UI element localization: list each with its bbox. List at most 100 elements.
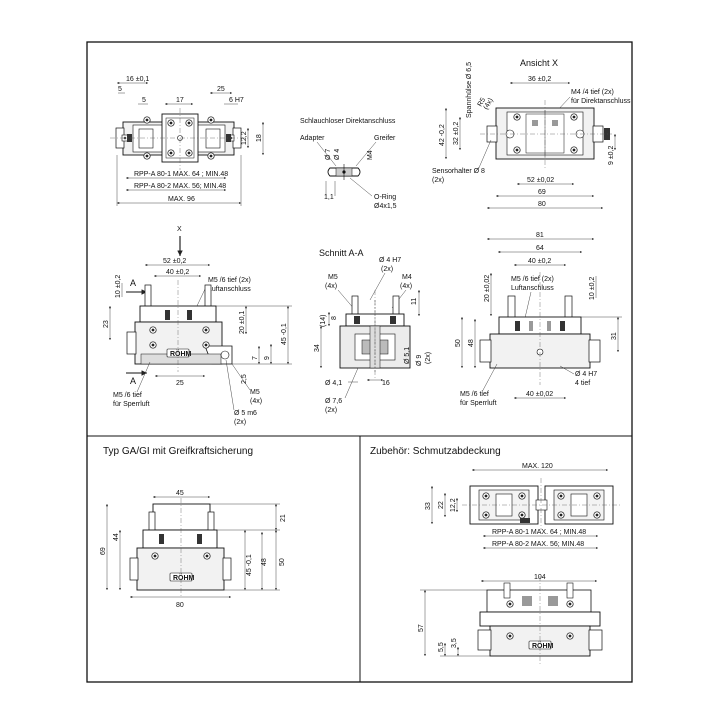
sperrluft: für Sperrluft xyxy=(113,401,150,408)
dim-d7: Ø 7 xyxy=(325,149,332,160)
section-marker-a-top: A xyxy=(130,278,136,288)
detail-title: Schlauchloser Direktanschluss xyxy=(300,118,396,125)
m4-note-2: für Direktanschluss xyxy=(571,98,631,105)
dim-45: 45 xyxy=(176,490,184,497)
m5-sperr: M5 /6 tief xyxy=(460,391,489,398)
m5-count: (4x) xyxy=(250,398,262,405)
sensorhalter-count: (2x) xyxy=(432,177,444,184)
dim-34: 34 xyxy=(314,344,321,352)
sperrluft: für Sperrluft xyxy=(460,400,497,407)
d4-h7-count: (2x) xyxy=(381,266,393,273)
dim-12-2: 12,2 xyxy=(450,498,457,512)
m5: M5 xyxy=(328,274,338,281)
dim-20: 20 ±0,1 xyxy=(239,311,246,334)
dim-12-2: 12,2 xyxy=(241,131,248,145)
dim-3-5: 3,5 xyxy=(451,638,458,648)
dim-40b: 40 ±0,02 xyxy=(526,391,553,398)
dim-20: 20 ±0,02 xyxy=(484,275,491,302)
title-schnitt: Schnitt A-A xyxy=(319,248,364,258)
dim-7: 7 xyxy=(252,356,259,360)
dim-32: 32 ±0,2 xyxy=(453,122,460,145)
m5-note: M5 /6 tief (2x) xyxy=(511,276,554,283)
dim-16: 16 ±0,1 xyxy=(126,76,149,83)
dim-d4: Ø 4 xyxy=(334,149,341,160)
dim-42: 42 -0,2 xyxy=(439,124,446,146)
dim-5b: 5 xyxy=(142,97,146,104)
dim-6h7: 6 H7 xyxy=(229,97,244,104)
m5: M5 xyxy=(250,389,260,396)
r5: R5 xyxy=(477,97,488,108)
max-120: MAX. 120 xyxy=(522,463,553,470)
brand-logo-ga: RÖHM xyxy=(173,573,195,582)
section-a-a: Schnitt A-A Ø 4 H7 (2x) M5 (4x) M4 (4x) … xyxy=(314,248,432,414)
label-o-ring: O-Ring xyxy=(374,194,396,201)
luftanschluss: Luftanschluss xyxy=(208,286,251,293)
luftanschluss: Luftanschluss xyxy=(511,285,554,292)
d5-m6-count: (2x) xyxy=(234,419,246,426)
dim-45: 45 -0,1 xyxy=(281,323,288,345)
dim-40: 40 ±0,2 xyxy=(528,258,551,265)
dim-69: 69 xyxy=(100,547,107,555)
max-96: MAX. 96 xyxy=(168,196,195,203)
dim-d9: Ø 9 xyxy=(416,355,423,366)
dim-31: 31 xyxy=(611,332,618,340)
dim-25: 25 xyxy=(217,86,225,93)
dim-45b: 45 -0,1 xyxy=(246,554,253,576)
m5-sperr: M5 /6 tief xyxy=(113,392,142,399)
dim-80: 80 xyxy=(538,201,546,208)
dim-10: 10 ±0,2 xyxy=(589,277,596,300)
o-ring-size: Ø4x1,5 xyxy=(374,203,397,210)
label-adapter: Adapter xyxy=(300,135,325,142)
dim-5-5: 5,5 xyxy=(438,642,445,652)
rpp-a-80-2: RPP-A 80-2 MAX. 56; MIN.48 xyxy=(134,183,226,190)
brand-logo: RÖHM xyxy=(170,349,192,358)
front-view-left: X 52 ±0,2 40 ±0,2 10 ±0,2 M5 /6 tief (2x… xyxy=(103,226,292,426)
dim-50: 50 xyxy=(279,558,286,566)
dim-14: (14) xyxy=(320,315,327,327)
dim-d4-1: Ø 4,1 xyxy=(325,380,342,387)
m5-note: M5 /6 tief (2x) xyxy=(208,277,251,284)
dim-80: 80 xyxy=(176,602,184,609)
spannhuelse: Spannhülse Ø 6,5 xyxy=(466,62,473,118)
d4-h7: Ø 4 H7 xyxy=(379,257,401,264)
dim-44: 44 xyxy=(113,533,120,541)
d4-h7: Ø 4 H7 xyxy=(575,371,597,378)
m4-note: M4 /4 tief (2x) xyxy=(571,89,614,96)
d4-h7-tief: 4 tief xyxy=(575,380,590,387)
dim-8: 8 xyxy=(331,316,338,320)
dim-10: 10 ±0,2 xyxy=(115,275,122,298)
dim-81: 81 xyxy=(536,232,544,239)
dim-23: 23 xyxy=(103,320,110,328)
dim-9: 9 xyxy=(264,356,271,360)
dim-48: 48 xyxy=(468,339,475,347)
section-marker-a-bottom: A xyxy=(130,376,136,386)
top-view-left: 16 ±0,1 5 25 5 17 6 H7 12,2 18 xyxy=(110,76,265,206)
sensorhalter: Sensorhalter Ø 8 xyxy=(432,168,485,175)
dim-50: 50 xyxy=(455,339,462,347)
dim-16: 16 xyxy=(382,380,390,387)
dim-18: 18 xyxy=(256,134,263,142)
dim-1-1: 1,1 xyxy=(324,194,334,201)
dim-11: 11 xyxy=(411,298,418,305)
brand-logo-cover: RÖHM xyxy=(532,641,554,650)
dim-d5-1: Ø 5,1 xyxy=(404,347,411,364)
dim-2-5: 2,5 xyxy=(241,374,248,384)
detail-direct-connection: Schlauchloser Direktanschluss Adapter Gr… xyxy=(300,118,397,210)
label-greifer: Greifer xyxy=(374,135,396,142)
zubehoer-schmutzabdeckung: Zubehör: Schmutzabdeckung MAX. 120 33 22… xyxy=(370,446,620,664)
typ-ga-gi: Typ GA/GI mit Greifkraftsicherung 45 RÖH… xyxy=(100,446,287,609)
m5-count: (4x) xyxy=(325,283,337,290)
dim-d9-count: (2x) xyxy=(425,352,432,364)
title-typ-ga: Typ GA/GI mit Greifkraftsicherung xyxy=(103,446,253,457)
rpp-a-80-1: RPP-A 80-1 MAX. 64 ; MIN.48 xyxy=(134,171,228,178)
dim-64: 64 xyxy=(536,245,544,252)
dim-48: 48 xyxy=(261,558,268,566)
label-x: X xyxy=(177,226,182,233)
title-ansicht-x: Ansicht X xyxy=(520,58,558,68)
dim-52: 52 ±0,2 xyxy=(163,258,186,265)
d5-m6: Ø 5 m6 xyxy=(234,410,257,417)
dim-9: 9 ±0,2 xyxy=(608,145,615,165)
dim-69: 69 xyxy=(538,189,546,196)
dim-36: 36 ±0,2 xyxy=(528,76,551,83)
